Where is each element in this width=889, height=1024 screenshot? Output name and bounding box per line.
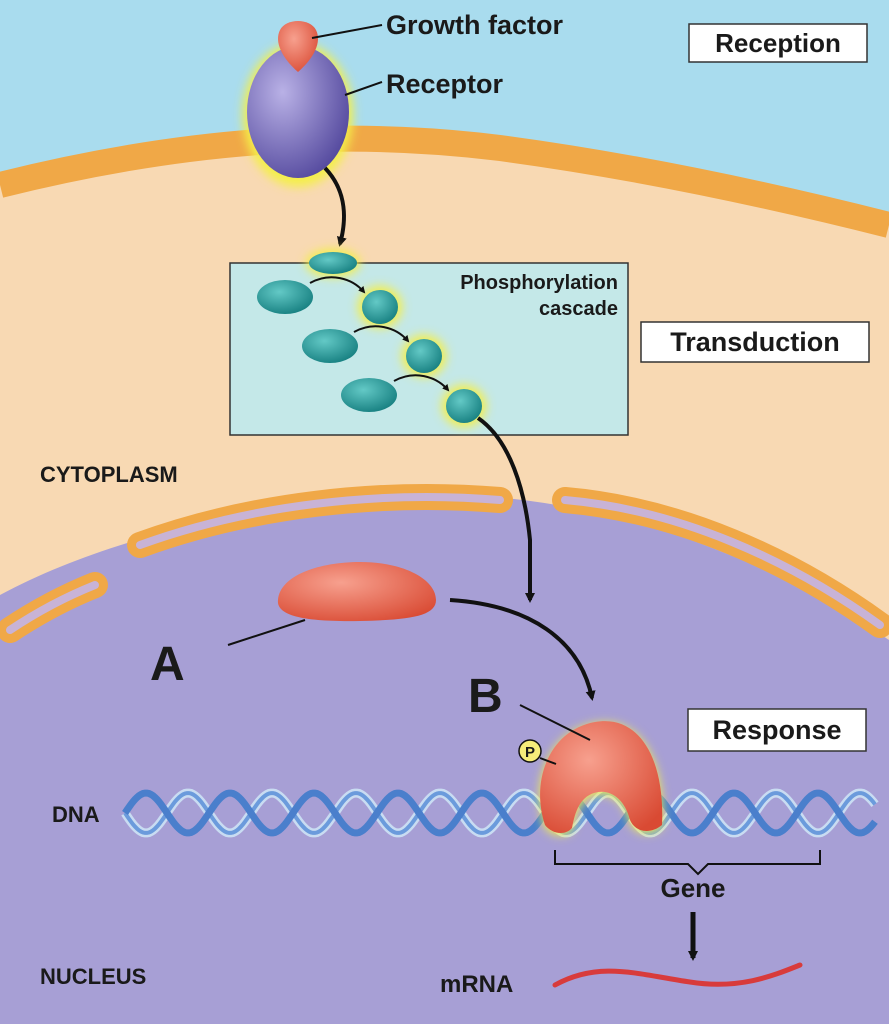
kinase-active-3 [406,339,442,373]
nucleus-label: NUCLEUS [40,964,146,989]
protein-b [540,721,663,834]
kinase-cascade [257,249,486,427]
receptor-to-cascade-arrow [323,166,347,247]
phosphorylation-label-line2: cascade [539,298,618,320]
cytoplasm-label: CYTOPLASM [40,462,178,487]
nucleus-region [0,495,889,1024]
kinase-active-4 [446,389,482,423]
dna-label: DNA [52,802,100,827]
cascade-arrow-2 [353,325,410,343]
dna-helix [121,788,879,838]
cascade-arrow-1 [309,276,366,294]
receptor-leader [344,81,383,96]
growth-factor-label: Growth factor [386,10,563,40]
phosphate-label: P [525,744,535,761]
kinase-inactive-2 [302,329,358,363]
nuclear-envelope [0,484,889,643]
gene-bracket [554,850,821,876]
transduction-label: Transduction [670,327,840,357]
mrna-label: mRNA [440,971,513,998]
transduction-box [640,321,870,363]
kinase-inactive-1 [257,280,313,314]
label-a-leader [227,619,306,646]
response-label: Response [712,715,841,745]
dna-strand-2 [122,789,878,837]
cascade-to-nucleus-arrow [476,416,535,603]
reception-box [688,23,868,63]
growth-factor-molecule [278,21,318,72]
phosphate-bond [539,757,557,765]
plasma-membrane [0,125,889,238]
gene-label: Gene [660,873,725,903]
label-a: A [150,638,185,691]
kinase-active-2 [362,290,398,324]
receptor-protein [247,46,349,178]
a-to-b-arrow [449,598,596,701]
mrna-strand [552,962,803,988]
cascade-arrow-3 [393,374,450,392]
protein-a [277,562,436,622]
phosphate-group [518,739,542,763]
kinase-inactive-3 [341,378,397,412]
growth-factor-leader [311,24,383,39]
receptor-label: Receptor [386,69,504,99]
response-box [687,708,867,752]
kinase-active-1 [309,252,357,274]
label-b: B [468,670,503,723]
phosphorylation-label-line1: Phosphorylation [460,272,618,294]
reception-label: Reception [715,28,841,58]
label-b-leader [519,704,591,741]
